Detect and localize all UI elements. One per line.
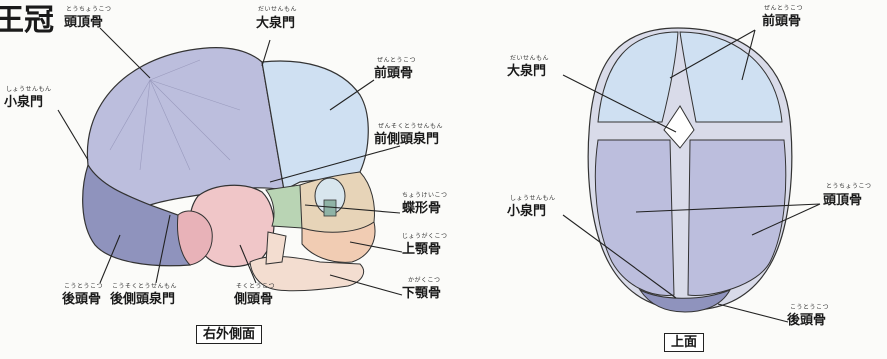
mastoid-fontanelle-label: 後側頭泉門 bbox=[110, 292, 176, 307]
mandible-ramus bbox=[265, 231, 287, 265]
mastoid-fontanelle-ruby: こうそくとうせんもん bbox=[112, 283, 178, 290]
leader-lines-right bbox=[562, 29, 821, 323]
anterior-fontanelle-label-right: 大泉門 bbox=[507, 64, 547, 79]
posterior-fontanelle-ruby-left: しょうせんもん bbox=[6, 86, 52, 93]
parietal-right-top bbox=[687, 139, 787, 296]
parietal-ruby-right: とうちょうこつ bbox=[826, 183, 872, 190]
maxilla-ruby: じょうがくこつ bbox=[402, 233, 448, 240]
occipital-label-left: 後頭骨 bbox=[62, 292, 102, 307]
radiating-lines-lateral bbox=[109, 59, 241, 171]
parietal-label-right: 頭頂骨 bbox=[823, 193, 863, 208]
frontal-ruby-left: ぜんとうこつ bbox=[377, 57, 417, 64]
sphenoidal-fontanelle-ruby: ぜんそくとうせんもん bbox=[378, 123, 444, 130]
sphenoid-label: 蝶形骨 bbox=[402, 201, 442, 216]
mandible-lateral bbox=[249, 256, 364, 292]
mandible-label: 下顎骨 bbox=[402, 286, 442, 301]
lateral-view-caption: 右外側面 bbox=[196, 325, 263, 345]
mastoid-region bbox=[177, 210, 213, 266]
parietal-bone-lateral bbox=[86, 47, 285, 206]
posterior-fontanelle-ruby-right: しょうせんもん bbox=[510, 195, 556, 202]
frontal-ruby-right: ぜんとうこつ bbox=[764, 5, 804, 12]
parietal-ruby-left: とうちょうこつ bbox=[66, 6, 112, 13]
frontal-label-right: 前頭骨 bbox=[762, 14, 802, 29]
parietal-left-top bbox=[594, 139, 675, 296]
anterior-fontanelle-top bbox=[663, 105, 695, 149]
occipital-top bbox=[638, 288, 732, 313]
occipital-bone-lateral bbox=[82, 163, 191, 267]
anterior-fontanelle-ruby-left: だいせんもん bbox=[258, 6, 298, 13]
anterior-fontanelle-ruby-right: だいせんもん bbox=[510, 55, 550, 62]
mandible-ruby: かがくこつ bbox=[408, 277, 441, 284]
page-title: 王冠 bbox=[0, 3, 54, 38]
occipital-ruby-left: こうとうこつ bbox=[64, 283, 104, 290]
posterior-fontanelle-label-right: 小泉門 bbox=[507, 204, 547, 219]
occipital-ruby-right: こうとうこつ bbox=[790, 304, 830, 311]
frontal-label-left: 前頭骨 bbox=[374, 66, 414, 81]
leader-lines-left bbox=[57, 27, 403, 296]
top-view-caption: 上面 bbox=[664, 333, 705, 353]
sphenoid-ruby: ちょうけいこつ bbox=[402, 192, 448, 199]
occipital-label-right: 後頭骨 bbox=[787, 313, 827, 328]
parietal-label-left: 頭頂骨 bbox=[64, 15, 104, 30]
temporal-ruby: そくとうこつ bbox=[236, 283, 276, 290]
temporal-label: 側頭骨 bbox=[234, 292, 274, 307]
anterior-fontanelle-label-left: 大泉門 bbox=[256, 16, 296, 31]
posterior-fontanelle-label-left: 小泉門 bbox=[4, 95, 44, 110]
frontal-right-top bbox=[679, 31, 783, 123]
sphenoidal-fontanelle-label: 前側頭泉門 bbox=[374, 132, 440, 147]
frontal-left-top bbox=[597, 31, 679, 123]
maxilla-label: 上顎骨 bbox=[402, 242, 442, 257]
